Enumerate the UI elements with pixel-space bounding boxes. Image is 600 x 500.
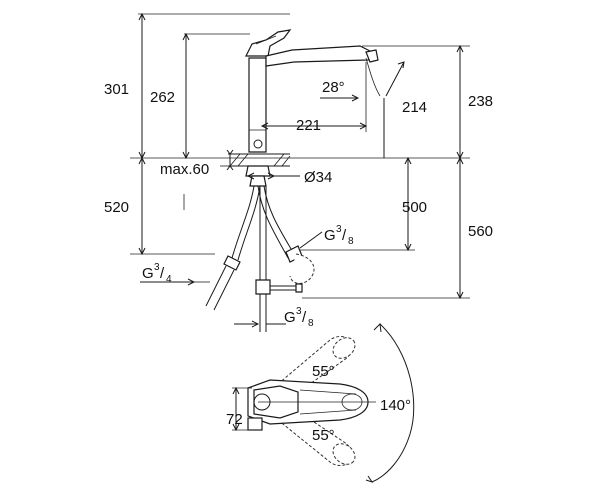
- label-55-deg-bottom: 55°: [312, 427, 335, 444]
- mounting-nut: [245, 165, 271, 177]
- svg-text:G: G: [142, 265, 154, 282]
- shut-off-valve: [255, 279, 271, 295]
- label-72: 72: [226, 411, 243, 428]
- supply-hoses: [205, 185, 315, 332]
- label-diameter-34: Ø34: [304, 169, 332, 186]
- label-520: 520: [104, 199, 129, 216]
- dimension-lines-top: [130, 12, 470, 328]
- faucet-lever: [245, 29, 292, 57]
- svg-text:G: G: [284, 309, 296, 326]
- spout-tip: [365, 49, 379, 63]
- faucet-spout: [265, 45, 375, 67]
- label-262: 262: [150, 89, 175, 106]
- mounting-deck: [228, 153, 291, 187]
- svg-text:/: /: [160, 265, 165, 282]
- svg-text:3: 3: [336, 224, 342, 235]
- label-238: 238: [468, 93, 493, 110]
- label-221: 221: [296, 117, 321, 134]
- label-140-deg: 140°: [380, 397, 411, 414]
- left-hose-fitting: [223, 255, 241, 271]
- faucet-side-view: [245, 29, 379, 153]
- svg-text:/: /: [302, 309, 307, 326]
- label-214: 214: [402, 99, 427, 116]
- svg-text:8: 8: [348, 236, 354, 247]
- label-max-60: max.60: [160, 161, 209, 178]
- lever-base: [247, 417, 263, 431]
- label-28-deg: 28°: [322, 79, 345, 96]
- faucet-column: [248, 57, 267, 153]
- label-g34: G 3 / 4: [142, 262, 172, 285]
- svg-text:G: G: [324, 227, 336, 244]
- label-301: 301: [104, 81, 129, 98]
- svg-text:8: 8: [308, 318, 314, 329]
- label-500: 500: [402, 199, 427, 216]
- label-g38-bottom: G 3 / 8: [284, 306, 314, 329]
- svg-text:3: 3: [296, 306, 302, 317]
- faucet-top-view: [232, 322, 415, 483]
- svg-text:3: 3: [154, 262, 160, 273]
- column-base-circle: [253, 139, 263, 149]
- svg-text:/: /: [342, 227, 347, 244]
- label-560: 560: [468, 223, 493, 240]
- dimension-labels: 301 262 28° 221 214 238 max.60 Ø34 520 5…: [104, 79, 493, 444]
- svg-text:4: 4: [166, 274, 172, 285]
- label-g38-top: G 3 / 8: [324, 224, 354, 247]
- label-55-deg-top: 55°: [312, 363, 335, 380]
